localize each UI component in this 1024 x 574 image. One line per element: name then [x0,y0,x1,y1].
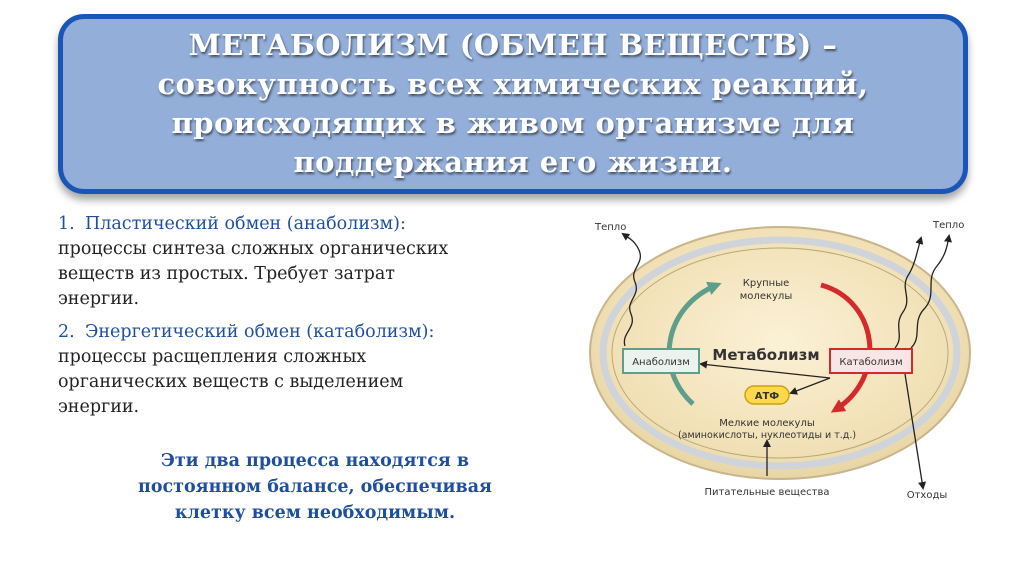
metabolism-label: Метаболизм [712,346,819,364]
list-item-text: энергии. [58,289,140,309]
waste-arrow [904,373,927,490]
title-line: происходящих в живом организме для [171,106,855,140]
list-item-number: 2. [58,322,75,342]
list-item-text: органических веществ с выделением [58,372,404,392]
catabolism-label: Катаболизм [839,357,902,368]
list-item-heading: 1. Пластический обмен (анаболизм): [58,212,578,237]
catabolism-to-atp-arrow [789,377,831,395]
title-line: МЕТАБОЛИЗМ (ОБМЕН ВЕЩЕСТВ) – [188,28,838,62]
large-molecules-label: молекулы [740,291,792,302]
balance-note: Эти два процесса находятся в постоянном … [80,448,550,526]
list-item-title: Пластический обмен (анаболизм): [85,214,406,234]
waste-label: Отходы [907,490,948,501]
balance-line: клетку всем необходимым. [174,503,456,523]
title-line: поддержания его жизни. [293,145,733,179]
large-molecules-label: Крупные [743,278,790,289]
anabolism-label: Анаболизм [632,357,690,368]
nutrients-label: Питательные вещества [705,487,830,498]
anabolism-cycle-arrow [666,281,722,406]
atp-badge [744,385,790,405]
cell-membrane [599,236,961,470]
balance-line: постоянном балансе, обеспечивая [138,477,492,497]
definitions-list: 1. Пластический обмен (анаболизм): процес… [58,212,578,428]
catabolism-cycle-arrow [820,282,873,413]
list-item-text: процессы синтеза сложных органических [58,239,449,259]
catabolism-to-anabolism-arrow [699,360,831,379]
metabolism-diagram-svg: Тепло Тепло Крупные молекулы Метаболизм … [589,220,971,501]
list-item-title: Энергетический обмен (катаболизм): [85,322,435,342]
list-item-heading: 2. Энергетический обмен (катаболизм): [58,320,578,345]
small-molecules-label: Мелкие молекулы [719,418,815,429]
small-molecules-detail: (аминокислоты, нуклеотиды и т.д.) [678,430,856,441]
list-item-text: процессы расщепления сложных [58,347,367,367]
anabolism-box [622,348,700,374]
heat-wave-left [621,232,641,347]
atp-label: АТФ [755,391,780,402]
cell-outer [589,226,971,480]
list-item-anabolism: 1. Пластический обмен (анаболизм): процес… [58,212,578,312]
title-banner: МЕТАБОЛИЗМ (ОБМЕН ВЕЩЕСТВ) – совокупност… [58,14,968,194]
heat-wave-right-1 [894,236,924,349]
heat-label-right: Тепло [932,220,964,231]
metabolism-diagram: Тепло Тепло Крупные молекулы Метаболизм … [575,208,985,508]
heat-wave-right-2 [910,234,952,349]
page-title: МЕТАБОЛИЗМ (ОБМЕН ВЕЩЕСТВ) – совокупност… [83,26,943,182]
list-item-number: 1. [58,214,75,234]
list-item-text: веществ из простых. Требует затрат [58,264,395,284]
catabolism-box [829,348,913,374]
heat-label-left: Тепло [594,222,626,233]
list-item-catabolism: 2. Энергетический обмен (катаболизм): про… [58,320,578,420]
list-item-text: энергии. [58,397,140,417]
title-line: совокупность всех химических реакций, [157,67,869,101]
balance-line: Эти два процесса находятся в [160,451,470,471]
cell-inner [611,247,949,459]
